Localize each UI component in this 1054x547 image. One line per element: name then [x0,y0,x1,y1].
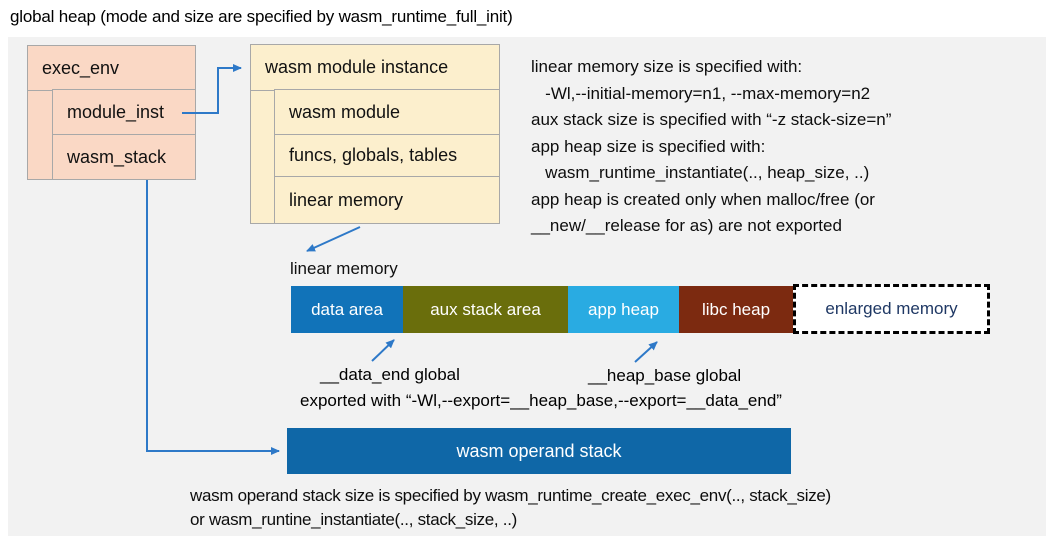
module-instance-row-wasm-module: wasm module [274,89,500,135]
note-line: wasm operand stack size is specified by … [190,486,831,505]
module-instance-header: wasm module instance [251,45,499,91]
linker-notes: linear memory size is specified with: -W… [531,54,891,240]
memory-segment-libc-heap: libc heap [679,286,793,333]
data-end-global-annotation: __data_end global [320,365,460,384]
wasm-operand-stack-bar: wasm operand stack [287,428,791,474]
page-title: global heap (mode and size are specified… [10,7,513,26]
exec-env-row-wasm-stack: wasm_stack [52,134,196,180]
linear-memory-label: linear memory [290,259,398,278]
memory-segment-aux-stack-area: aux stack area [403,286,568,333]
note-line: aux stack size is specified with “-z sta… [531,110,892,129]
note-line: __new/__release for as) are not exported [531,216,842,235]
memory-segment-app-heap: app heap [568,286,679,333]
operand-stack-notes: wasm operand stack size is specified by … [190,484,831,532]
note-line: wasm_runtime_instantiate(.., heap_size, … [531,163,870,182]
note-line: app heap size is specified with: [531,136,766,156]
note-line: linear memory size is specified with: [531,57,803,76]
note-line: -Wl,--initial-memory=n1, --max-memory=n2 [531,83,871,103]
module-instance-row-funcs-globals-tables: funcs, globals, tables [274,134,500,177]
note-line: or wasm_runtine_instantiate(.., stack_si… [190,510,517,529]
exec-env-row-module-inst: module_inst [52,89,196,135]
module-instance-row-linear-memory: linear memory [274,176,500,224]
note-line: app heap is created only when malloc/fre… [531,189,875,209]
export-flags-annotation: exported with “-Wl,--export=__heap_base,… [300,391,782,410]
exec-env-header: exec_env [28,46,195,91]
heap-base-global-annotation: __heap_base global [588,366,742,385]
memory-segment-enlarged-memory: enlarged memory [793,284,990,334]
memory-segment-data-area: data area [291,286,403,333]
